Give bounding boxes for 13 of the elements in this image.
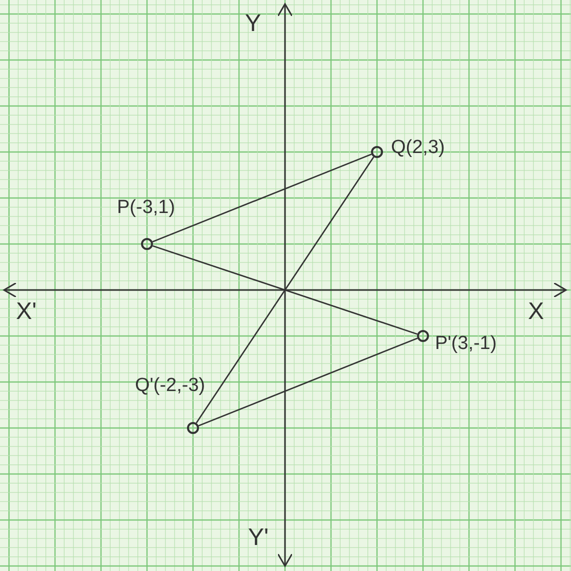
- line-segment: [152, 245, 418, 335]
- axis-label: Y: [245, 12, 262, 36]
- axis-label: X': [16, 300, 37, 324]
- line-segment: [196, 156, 374, 424]
- axis-label: X: [528, 300, 544, 324]
- point-marker: [141, 238, 153, 250]
- line-segment: [198, 338, 418, 426]
- point-marker: [187, 422, 199, 434]
- point-marker: [371, 146, 383, 158]
- axis-label: Y': [248, 526, 269, 550]
- point-label: P(-3,1): [117, 198, 176, 217]
- line-segment: [152, 154, 372, 242]
- point-marker: [417, 330, 429, 342]
